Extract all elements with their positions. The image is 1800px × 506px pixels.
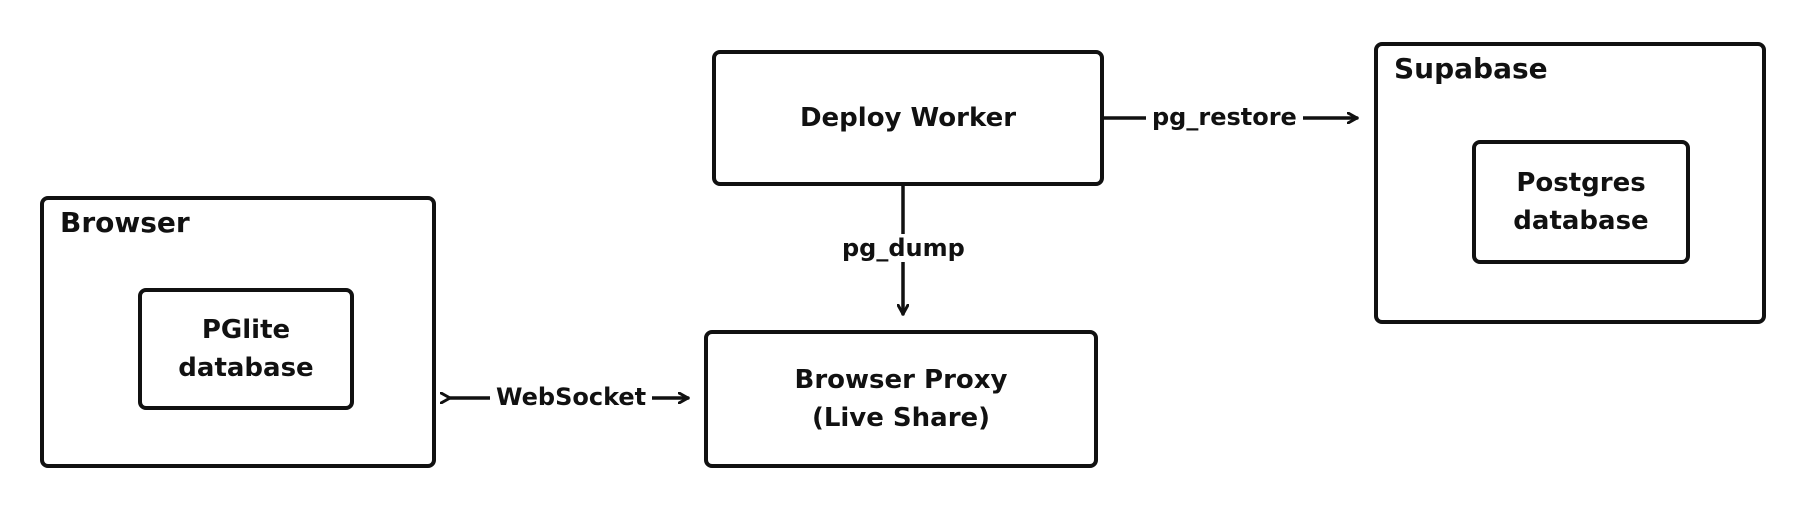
supabase-container: Supabase Postgres database <box>1374 42 1766 324</box>
postgres-database-box: Postgres database <box>1472 140 1690 264</box>
pglite-database-line2: database <box>178 353 314 383</box>
deploy-worker-box: Deploy Worker <box>712 50 1104 186</box>
postgres-database-line1: Postgres <box>1516 168 1646 198</box>
browser-proxy-line1: Browser Proxy <box>794 365 1008 395</box>
browser-proxy-box: Browser Proxy (Live Share) <box>704 330 1098 468</box>
pglite-database-box: PGlite database <box>138 288 354 410</box>
supabase-title: Supabase <box>1394 52 1548 85</box>
deploy-worker-label: Deploy Worker <box>799 103 1017 133</box>
browser-proxy-line2: (Live Share) <box>811 403 991 433</box>
pg-dump-label: pg_dump <box>836 234 971 262</box>
postgres-database-line2: database <box>1513 206 1649 236</box>
websocket-label: WebSocket <box>490 383 653 411</box>
pglite-database-line1: PGlite <box>201 315 291 345</box>
browser-container: Browser PGlite database <box>40 196 436 468</box>
browser-title: Browser <box>60 206 190 239</box>
pg-restore-label: pg_restore <box>1146 103 1303 131</box>
